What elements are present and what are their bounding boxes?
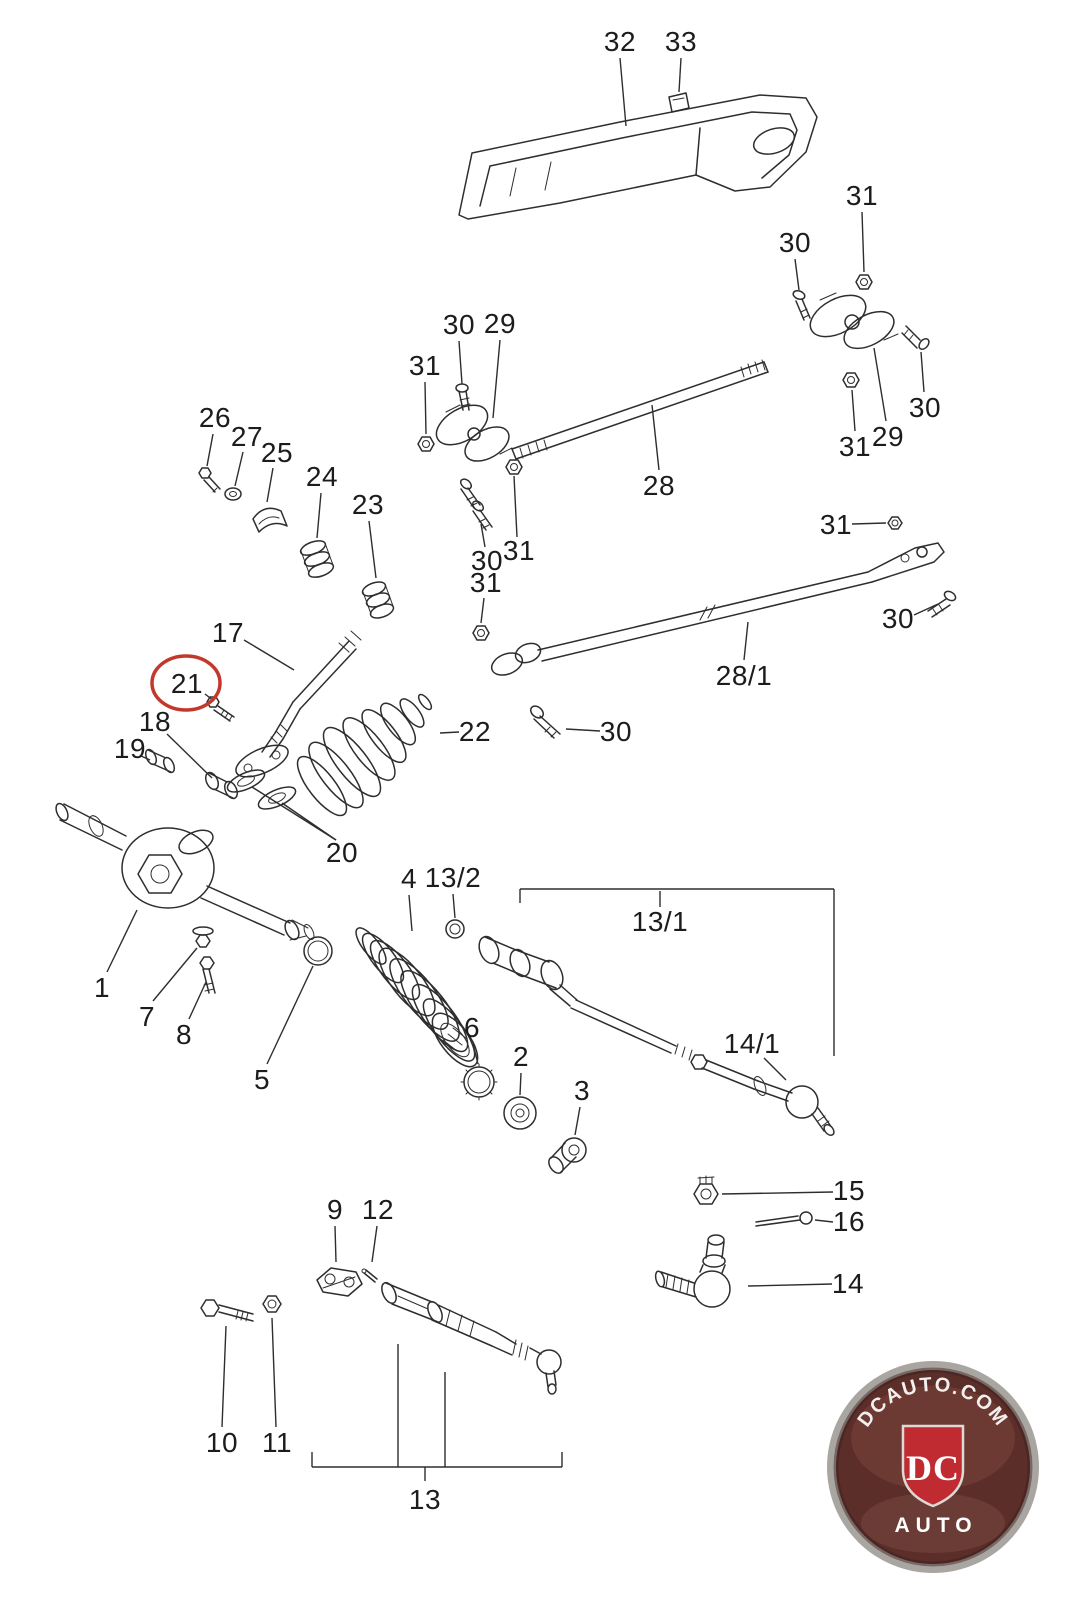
part-17-pinion-shaft	[235, 630, 362, 778]
leader-line	[334, 1225, 337, 1263]
part-29-upper-universal-joint	[809, 292, 899, 350]
leader-line	[266, 965, 314, 1065]
part-5-o-ring	[303, 936, 333, 966]
leader-line	[574, 1106, 581, 1136]
leader-line	[439, 731, 460, 734]
part-22-boot	[296, 693, 433, 817]
leader-line	[519, 1072, 522, 1096]
leader-line	[458, 340, 463, 385]
leader-line	[743, 621, 749, 661]
leader-line	[152, 947, 198, 1002]
logo-name: AUTO	[894, 1514, 977, 1537]
leader-line	[166, 733, 213, 779]
part-30-screw-upper-left	[792, 289, 811, 321]
part-31-nut-intermediate	[887, 516, 903, 530]
part-24-bushing	[299, 540, 335, 578]
leader-line	[206, 433, 214, 467]
leader-line	[266, 467, 274, 503]
part-15-castle-nut	[693, 1175, 719, 1205]
leader-line	[140, 755, 151, 761]
dc-auto-logo-watermark: DCAUTO.COM DC AUTO	[827, 1361, 1039, 1573]
leader-line	[619, 57, 627, 127]
part-2-washer	[503, 1096, 537, 1130]
leader-line	[747, 1283, 833, 1287]
part-31-nut-lowest	[472, 625, 490, 641]
leader-line	[271, 1317, 277, 1428]
part-30-screw-upper-right	[901, 325, 930, 351]
leader-line	[861, 211, 865, 273]
leader-line	[480, 523, 486, 548]
part-28-1-intermediate-shaft	[490, 542, 945, 676]
leader-line	[794, 258, 800, 291]
leader-line	[565, 728, 601, 732]
leader-line	[234, 451, 244, 487]
part-31-nut-mid-left	[417, 436, 435, 452]
part-28-steering-shaft	[511, 359, 769, 460]
leader-line	[480, 597, 485, 624]
part-6-lock-ring	[460, 1063, 498, 1101]
part-32-cover-plate	[458, 94, 818, 220]
leader-line	[678, 57, 682, 93]
part-13-adjustable-tie-rod	[381, 1281, 562, 1395]
leader-line	[424, 381, 427, 435]
part-4-bellows	[355, 927, 479, 1068]
part-31-nut-mid-right	[505, 459, 523, 475]
part-7-nut	[192, 926, 214, 948]
part-14-1-tie-rod-end	[753, 1076, 835, 1137]
logo-shield	[901, 1424, 965, 1508]
leader-line	[651, 404, 660, 471]
leader-line	[814, 1219, 834, 1223]
leader-line	[221, 1325, 227, 1428]
part-29-lower-universal-joint	[435, 404, 513, 462]
leader-line	[721, 1191, 834, 1195]
leader-line	[106, 909, 138, 973]
part-19-bushing	[144, 748, 176, 774]
part-11-nut	[262, 1295, 282, 1313]
part-1-rack-housing	[55, 802, 315, 941]
leader-line	[492, 339, 501, 419]
logo-initials: DC	[906, 1448, 960, 1488]
part-26-bolt	[198, 467, 221, 493]
part-33-clip	[668, 92, 690, 113]
leader-line	[368, 520, 377, 579]
leader-line	[316, 492, 322, 539]
leader-line	[408, 894, 413, 932]
leader-line	[513, 475, 518, 538]
leader-line	[188, 981, 207, 1020]
part-16-cotter-pin	[755, 1211, 813, 1227]
part-18-bushing	[204, 771, 239, 800]
leader-line	[763, 1057, 787, 1081]
part-23-bushing	[361, 581, 395, 619]
leader-line	[913, 603, 939, 616]
part-30-screw-boot	[529, 705, 561, 739]
logo-vignette	[833, 1367, 1033, 1567]
highlight-ellipse	[150, 654, 222, 712]
part-25-clamp	[252, 507, 288, 533]
part-9-clamp	[316, 1267, 363, 1297]
part-14-tie-rod-end	[654, 1234, 731, 1308]
leader-line	[281, 802, 337, 841]
part-31-screw-mid-lower	[471, 500, 493, 531]
logo-bg-streak	[861, 1493, 1005, 1553]
leader-line	[873, 347, 887, 422]
part-13-2-seal	[445, 919, 465, 939]
part-12-pin	[361, 1268, 378, 1283]
leader-line	[851, 389, 856, 432]
part-27-washer	[224, 487, 242, 501]
part-13-1-inner-tie-rod	[478, 935, 759, 1090]
leader-line	[851, 522, 887, 525]
exploded-view-art	[55, 92, 957, 1395]
leader-line	[452, 893, 456, 919]
part-3-joint-piece	[548, 1137, 587, 1174]
leader-line	[920, 351, 925, 393]
leader-line	[472, 1043, 479, 1065]
part-31-nut-upper	[855, 274, 873, 290]
leader-line	[243, 639, 295, 671]
part-10-bolt	[200, 1299, 254, 1322]
part-31-nut-lower	[842, 372, 860, 388]
leader-line	[371, 1225, 378, 1263]
